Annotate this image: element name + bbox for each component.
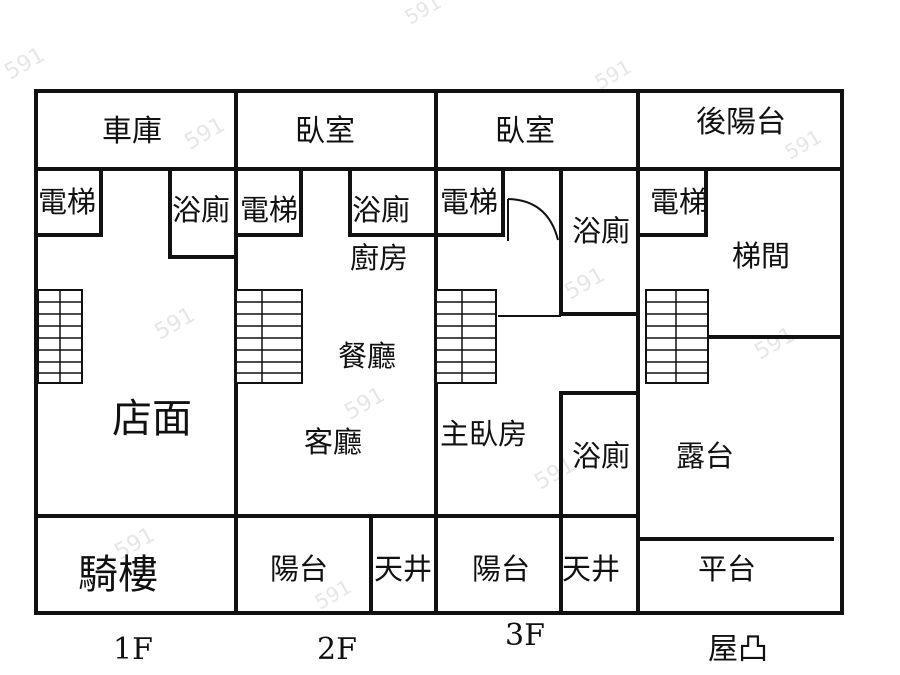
room-label-kitchen: 廚房 bbox=[350, 241, 408, 275]
room-label-rear-balcony: 後陽台 bbox=[696, 105, 786, 140]
watermark: 591 bbox=[751, 323, 800, 366]
elevator-box bbox=[434, 167, 505, 237]
room-label-stairwell: 梯間 bbox=[732, 239, 790, 273]
elevator-box bbox=[34, 167, 103, 237]
staircase bbox=[37, 289, 83, 384]
watermark: 591 bbox=[341, 383, 390, 426]
watermark: 591 bbox=[181, 113, 230, 156]
elevator-box bbox=[234, 167, 303, 237]
room-label-bedroom: 臥室 bbox=[295, 114, 355, 149]
room-label-bathroom-upper: 浴廁 bbox=[572, 214, 630, 248]
bathroom-box bbox=[168, 167, 238, 259]
floor-2f: 臥室 電梯 浴廁 廚房 餐廳 客廳 陽台 天井 2F bbox=[234, 89, 438, 667]
floor-label-2f: 2F bbox=[317, 632, 357, 667]
watermark: 591 bbox=[401, 0, 446, 29]
floor-label-1f: 1F bbox=[113, 632, 153, 667]
room-label-elevator: 電梯 bbox=[38, 185, 96, 219]
floor-label-roof: 屋凸 bbox=[708, 632, 768, 667]
watermark: 591 bbox=[1, 43, 50, 86]
room-label-lightwell: 天井 bbox=[374, 552, 432, 586]
room-label-master-bedroom: 主臥房 bbox=[440, 417, 527, 451]
room-label-arcade: 騎樓 bbox=[78, 552, 158, 598]
watermark: 591 bbox=[561, 263, 610, 306]
room-label-balcony: 陽台 bbox=[270, 552, 328, 586]
staircase bbox=[235, 289, 303, 384]
floor-roof-outline bbox=[636, 89, 844, 615]
floor-3f: 臥室 電梯 浴廁 主臥房 浴廁 陽台 天井 3F bbox=[434, 89, 640, 653]
room-label-elevator: 電梯 bbox=[240, 193, 298, 227]
elevator-box bbox=[636, 167, 708, 237]
room-label-bedroom: 臥室 bbox=[495, 114, 555, 149]
staircase bbox=[435, 289, 497, 384]
room-label-platform: 平台 bbox=[698, 552, 756, 586]
floor-1f: 車庫 電梯 浴廁 店面 騎樓 1F bbox=[34, 89, 238, 667]
watermark: 591 bbox=[151, 303, 200, 346]
bathroom-box bbox=[559, 167, 640, 316]
room-label-elevator: 電梯 bbox=[440, 185, 498, 219]
room-label-lightwell: 天井 bbox=[562, 552, 620, 586]
watermark: 591 bbox=[781, 124, 826, 164]
bathroom-box bbox=[348, 167, 438, 237]
room-label-bathroom: 浴廁 bbox=[172, 193, 230, 227]
watermark: 591 bbox=[591, 54, 636, 94]
room-label-living: 客廳 bbox=[304, 425, 362, 459]
staircase bbox=[645, 289, 709, 384]
floor-roof: 後陽台 電梯 梯間 露台 平台 屋凸 bbox=[636, 89, 844, 667]
bathroom-box bbox=[559, 391, 640, 518]
room-label-bathroom: 浴廁 bbox=[352, 193, 410, 227]
room-label-bathroom-lower: 浴廁 bbox=[572, 439, 630, 473]
room-label-terrace: 露台 bbox=[676, 439, 734, 473]
room-label-elevator: 電梯 bbox=[650, 185, 708, 219]
room-label-storefront: 店面 bbox=[112, 396, 192, 442]
floor-label-3f: 3F bbox=[505, 618, 545, 653]
room-label-garage: 車庫 bbox=[102, 114, 162, 149]
room-label-balcony: 陽台 bbox=[472, 552, 530, 586]
room-label-dining: 餐廳 bbox=[338, 339, 396, 373]
door-swing bbox=[507, 198, 559, 241]
